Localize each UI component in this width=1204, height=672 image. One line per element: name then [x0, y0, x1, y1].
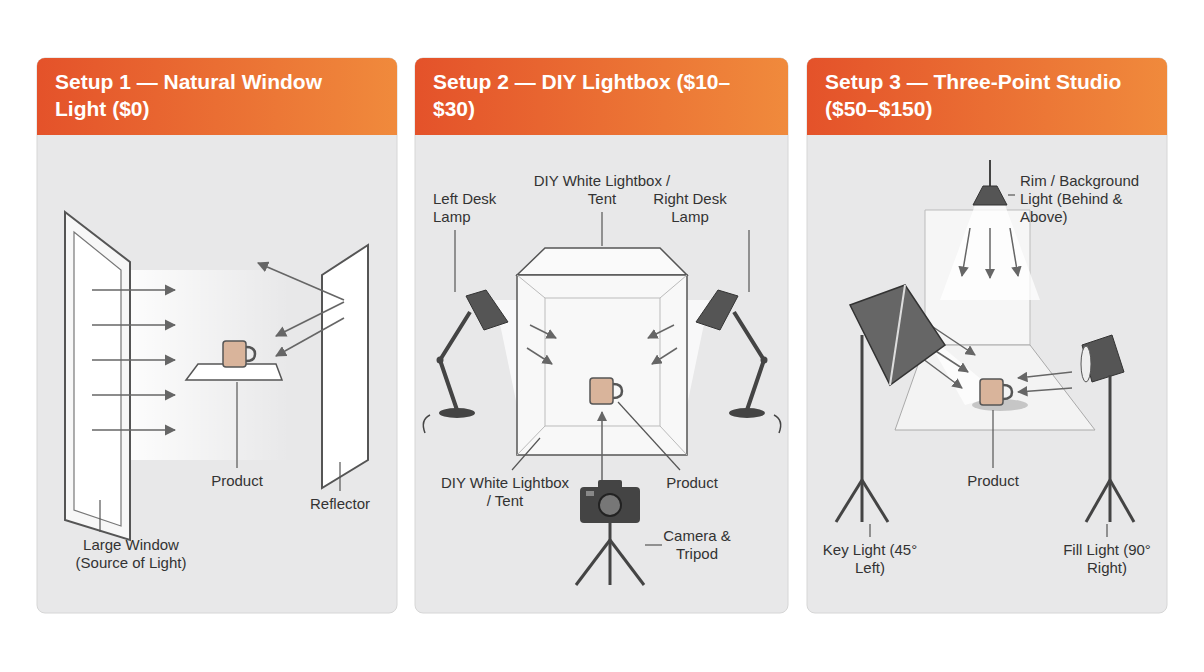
callout-label: Product [948, 472, 1038, 490]
callout-label: Camera & Tripod [657, 527, 737, 563]
panel-heading: Setup 2 — DIY Lightbox ($10–$30) [415, 58, 788, 135]
callout-label: Left Desk Lamp [433, 190, 513, 226]
panel-heading: Setup 1 — Natural Window Light ($0) [37, 58, 397, 135]
callout-label: DIY White Lightbox / Tent [440, 474, 570, 510]
setup-panel: Setup 2 — DIY Lightbox ($10–$30) [415, 58, 788, 135]
callout-label: Right Desk Lamp [645, 190, 735, 226]
callout-label: Rim / Background Light (Behind & Above) [1020, 172, 1142, 226]
callout-label: Large Window (Source of Light) [61, 536, 201, 572]
callout-label: Key Light (45° Left) [815, 541, 925, 577]
panel-heading: Setup 3 — Three-Point Studio ($50–$150) [807, 58, 1167, 135]
callout-label: Fill Light (90° Right) [1052, 541, 1162, 577]
callout-label: Reflector [295, 495, 385, 513]
callout-label: Product [192, 472, 282, 490]
setup-panel: Setup 3 — Three-Point Studio ($50–$150) [807, 58, 1167, 135]
setup-panel: Setup 1 — Natural Window Light ($0) [37, 58, 397, 135]
callout-label: DIY White Lightbox / Tent [532, 172, 672, 208]
callout-label: Product [647, 474, 737, 492]
